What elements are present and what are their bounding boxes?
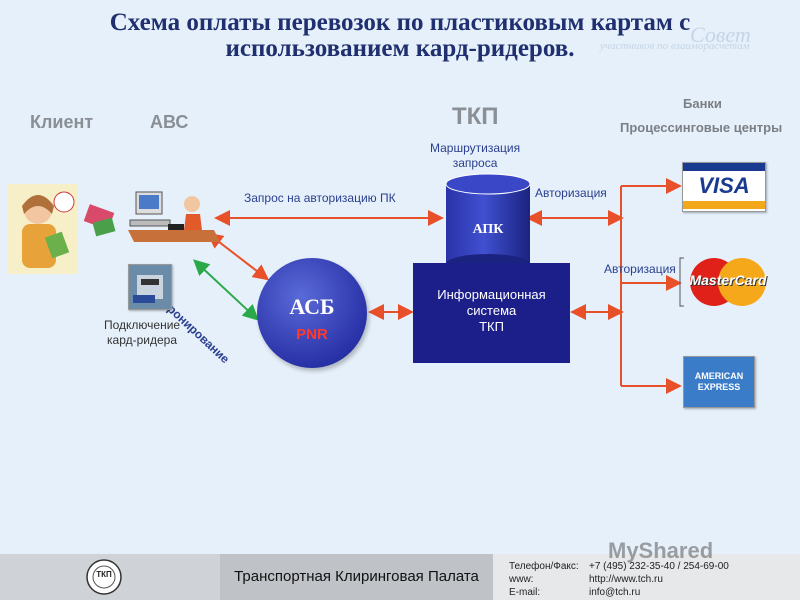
label-authorization-1: Авторизация xyxy=(535,186,607,200)
header-processing: Процессинговые центры xyxy=(620,120,783,135)
footer-contacts: Телефон/Факс: +7 (495) 232-35-40 / 254-6… xyxy=(493,554,800,600)
label-auth-request: Запрос на авторизацию ПК xyxy=(244,191,396,205)
header-client: Клиент xyxy=(30,112,94,132)
footer-logo-area: ТКП xyxy=(0,554,220,600)
phone-value: +7 (495) 232-35-40 / 254-69-00 xyxy=(589,561,729,572)
visa-card: VISA xyxy=(682,162,766,212)
email-link[interactable]: info@tch.ru xyxy=(589,587,641,598)
asb-node: АСБ PNR xyxy=(257,258,367,368)
amex-card: AMERICAN EXPRESS xyxy=(683,356,755,408)
arrow-booking xyxy=(193,259,259,321)
footer: ТКП Транспортная Клиринговая Палата Теле… xyxy=(0,554,800,600)
watermark: Совет xyxy=(690,22,751,47)
www-label: www: xyxy=(509,574,534,585)
myshared-watermark: MyShared xyxy=(608,538,714,563)
watermark-sub: участников по взаиморасчетам xyxy=(600,40,750,52)
amex-label-2: EXPRESS xyxy=(697,382,741,392)
label-card-reader: Подключение кард-ридера xyxy=(104,318,181,347)
header-tkp: ТКП xyxy=(452,103,499,130)
mastercard-card: MasterCard xyxy=(684,258,772,306)
phone-label: Телефон/Факс: xyxy=(509,561,579,572)
label-routing: Маршрутизация запроса xyxy=(430,141,521,170)
visa-label: VISA xyxy=(698,173,750,198)
amex-label-1: AMERICAN xyxy=(694,371,744,381)
asb-label: АСБ xyxy=(289,294,335,319)
www-link[interactable]: http://www.tch.ru xyxy=(589,574,663,585)
mastercard-label: MasterCard xyxy=(689,272,767,288)
card-reader-image xyxy=(128,264,172,310)
client-illustration xyxy=(8,184,116,274)
header-banks: Банки xyxy=(683,96,722,111)
apk-label: АПК xyxy=(472,222,504,237)
label-authorization-2: Авторизация xyxy=(604,262,676,276)
pnr-label: PNR xyxy=(296,326,328,343)
footer-org-name: Транспортная Клиринговая Палата xyxy=(220,554,493,600)
slide-title: Схема оплаты перевозок по пластиковым ка… xyxy=(109,9,691,62)
abc-operator-illustration xyxy=(128,191,220,242)
email-label: E-mail: xyxy=(509,587,541,598)
infosys-node: Информационная система ТКП xyxy=(413,263,570,363)
tkp-logo-icon: ТКП xyxy=(96,570,112,579)
apk-cylinder xyxy=(445,173,531,274)
header-abc: АВС xyxy=(150,112,189,132)
